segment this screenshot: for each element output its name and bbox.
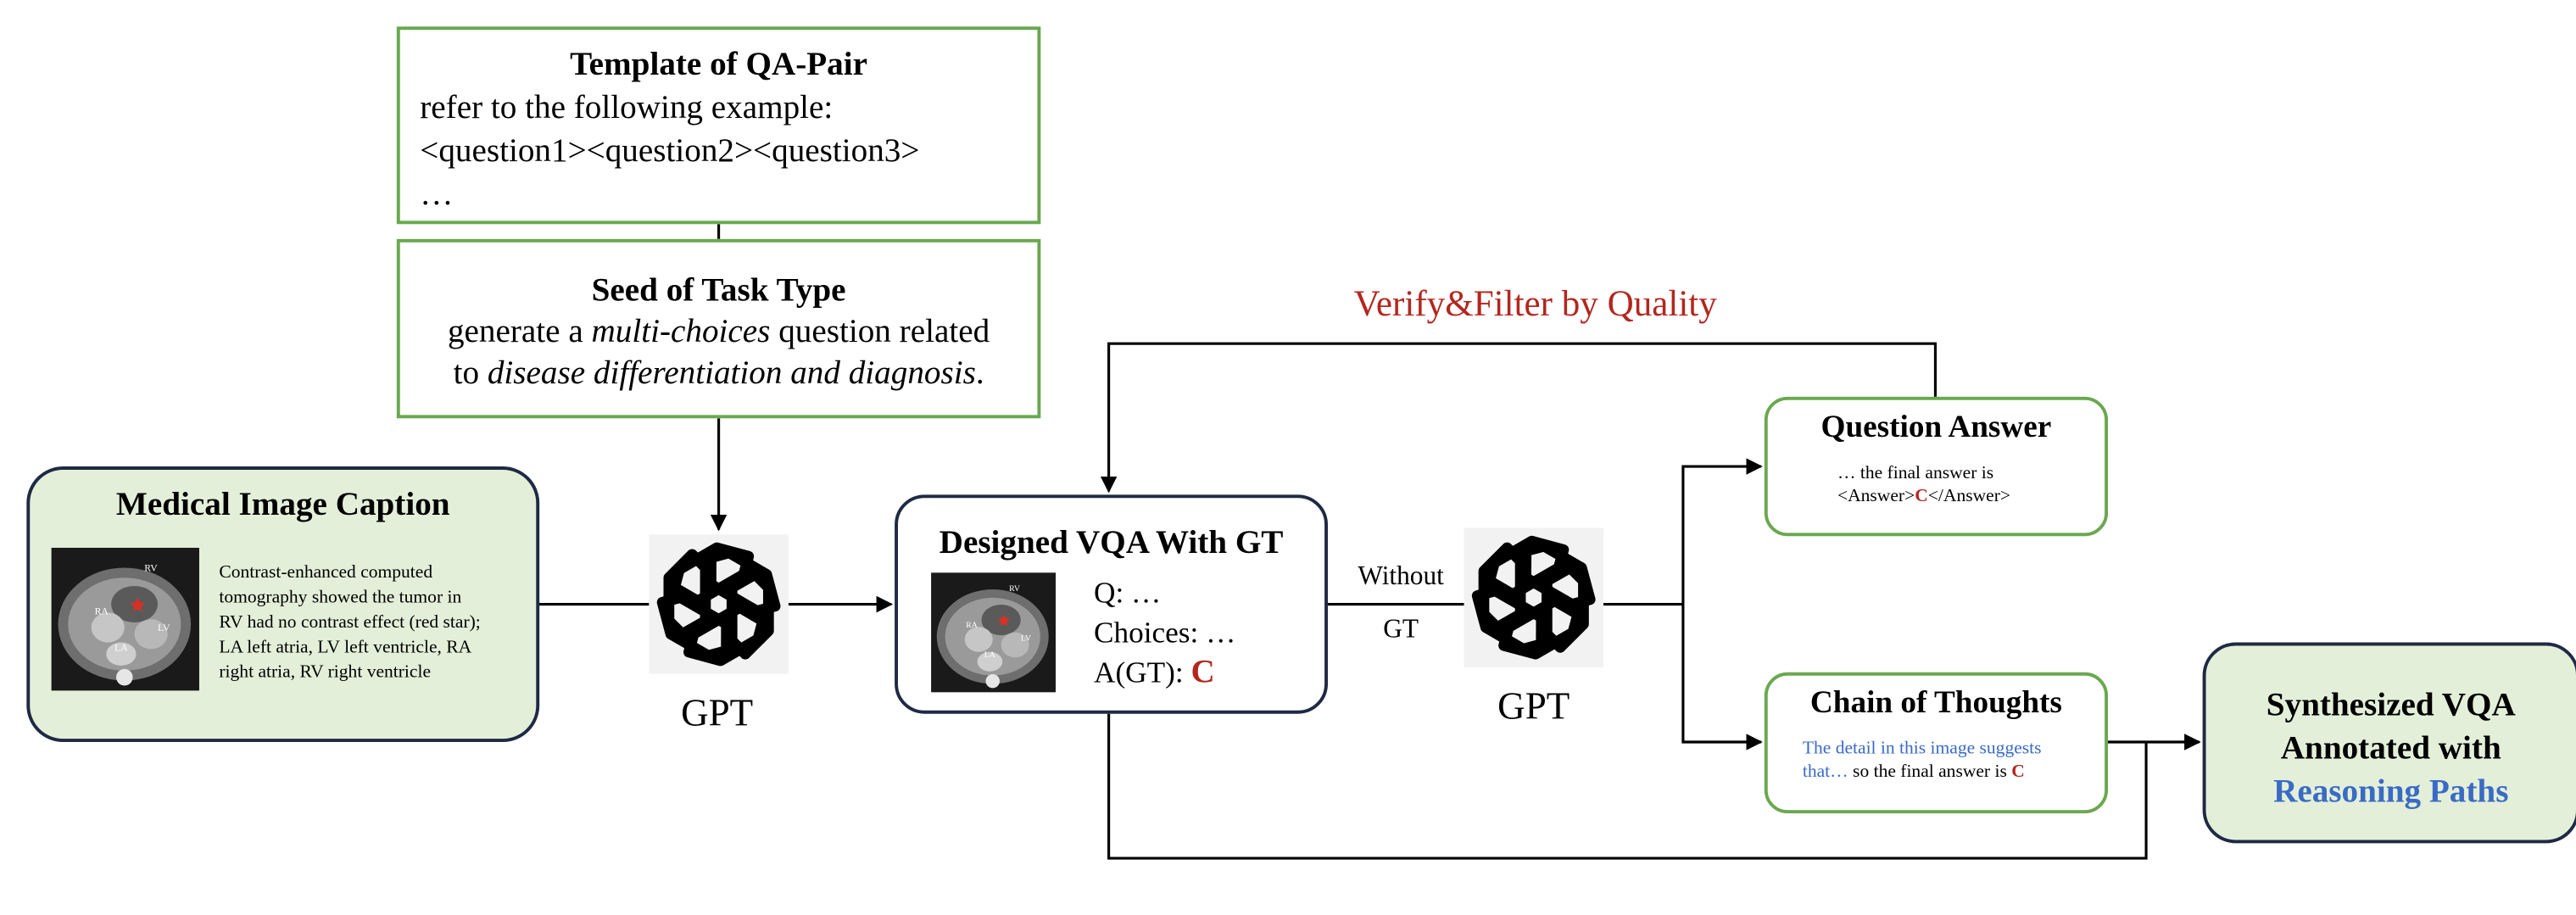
ct-scan-graphic bbox=[51, 547, 199, 691]
qa-box: Question Answer … the final answer is <A… bbox=[1764, 396, 2109, 537]
seed-line-1-c: question related bbox=[770, 313, 990, 351]
qa-line-2: <Answer>C</Answer> bbox=[1837, 487, 2010, 506]
synth-line-1: Synthesized VQA bbox=[2266, 687, 2516, 724]
vqa-question: Q: … bbox=[1093, 576, 1162, 610]
synth-line-3: Reasoning Paths bbox=[2273, 773, 2509, 811]
vqa-ct-graphic bbox=[931, 572, 1056, 693]
cot-answer-value: C bbox=[2011, 762, 2025, 782]
caption-text-4: LA left atria, LV left ventricle, RA bbox=[219, 637, 472, 658]
template-title: Template of QA-Pair bbox=[570, 46, 868, 83]
seed-box: Seed of Task Type generate a multi-choic… bbox=[396, 238, 1041, 419]
split-to-qa-arrow bbox=[1681, 458, 1763, 605]
gpt-right-label: GPT bbox=[1497, 685, 1570, 728]
gpt-left-label: GPT bbox=[681, 692, 754, 734]
ct-label-lv: LV bbox=[157, 624, 170, 634]
vqa-box: Designed VQA With GT RV RA LV LA Q: … Ch… bbox=[895, 494, 1328, 714]
split-to-cot-arrow bbox=[1681, 604, 1763, 750]
verify-filter-label: Verify&Filter by Quality bbox=[1353, 282, 1717, 324]
vqa-answer: A(GT): C bbox=[1094, 654, 1215, 692]
synth-box: Synthesized VQA Annotated with Reasoning… bbox=[2202, 642, 2576, 844]
ct-label-rv: RV bbox=[144, 564, 158, 575]
openai-icon bbox=[656, 542, 781, 667]
synth-line-2: Annotated with bbox=[2280, 730, 2501, 767]
ct-label-ra: RA bbox=[94, 607, 109, 618]
vqa-title: Designed VQA With GT bbox=[939, 524, 1284, 561]
ct-label-la: LA bbox=[114, 644, 128, 655]
vqa-ct-image: RV RA LV LA bbox=[931, 572, 1056, 693]
gpt-left-logo bbox=[649, 534, 789, 674]
template-line-2: <question1><question2><question3> bbox=[420, 132, 920, 170]
seed-line-2-a: to bbox=[453, 354, 488, 392]
caption-text-3: RV had no contrast effect (red star); bbox=[219, 612, 481, 633]
seed-line-1: generate a multi-choices question relate… bbox=[400, 314, 1038, 352]
seed-title: Seed of Task Type bbox=[591, 272, 846, 310]
verify-loop-arrow bbox=[1100, 342, 1938, 494]
cot-line-2: that… so the final answer is C bbox=[1803, 762, 2025, 781]
vqa-bottom-loop-line bbox=[1107, 713, 2148, 860]
cot-title: Chain of Thoughts bbox=[1809, 685, 2062, 721]
vqa-ct-label-rv: RV bbox=[1009, 585, 1020, 594]
caption-title: Medical Image Caption bbox=[115, 486, 450, 523]
qa-line-1: … the final answer is bbox=[1837, 463, 1994, 483]
template-box: Template of QA-Pair refer to the followi… bbox=[396, 26, 1041, 225]
vqa-ct-label-lv: LV bbox=[1020, 635, 1032, 644]
template-line-1: refer to the following example: bbox=[420, 89, 834, 126]
ct-scan-image: RV RA LV LA bbox=[51, 547, 199, 691]
seed-line-1-a: generate a bbox=[447, 313, 592, 351]
gpt-right-logo bbox=[1464, 527, 1603, 667]
cot-box: Chain of Thoughts The detail in this ima… bbox=[1764, 672, 2109, 814]
edge-label-gt: GT bbox=[1383, 616, 1419, 644]
caption-box: Medical Image Caption RV RA LV LA Contra… bbox=[26, 466, 540, 743]
caption-text-2: tomography showed the tumor in bbox=[219, 587, 462, 608]
template-line-3: … bbox=[420, 176, 454, 213]
seed-line-2: to disease differentiation and diagnosis… bbox=[400, 355, 1038, 393]
vqa-ct-label-la: LA bbox=[984, 652, 995, 661]
vqa-answer-value: C bbox=[1190, 654, 1215, 691]
seed-line-1-b: multi-choices bbox=[591, 313, 771, 351]
caption-text-5: right atria, RV right ventricle bbox=[219, 662, 432, 683]
vqa-ct-label-ra: RA bbox=[966, 622, 978, 631]
caption-text-1: Contrast-enhanced computed bbox=[219, 562, 433, 583]
qa-answer-close-tag: </Answer> bbox=[1927, 486, 2011, 507]
seed-line-2-b: disease differentiation and diagnosis bbox=[487, 354, 976, 392]
qa-title: Question Answer bbox=[1820, 410, 2052, 445]
seed-line-2-c: . bbox=[975, 354, 984, 392]
cot-line-2-b: so the final answer is bbox=[1848, 762, 2012, 782]
cot-line-2-a: that… bbox=[1802, 762, 1848, 782]
qa-answer-open-tag: <Answer> bbox=[1837, 486, 1915, 507]
vqa-choices: Choices: … bbox=[1093, 616, 1236, 650]
qa-answer-value: C bbox=[1915, 486, 1928, 507]
openai-icon bbox=[1471, 535, 1596, 660]
edge-label-without: Without bbox=[1358, 562, 1444, 591]
vqa-answer-prefix: A(GT): bbox=[1093, 656, 1191, 689]
cot-line-1: The detail in this image suggests bbox=[1802, 739, 2042, 759]
